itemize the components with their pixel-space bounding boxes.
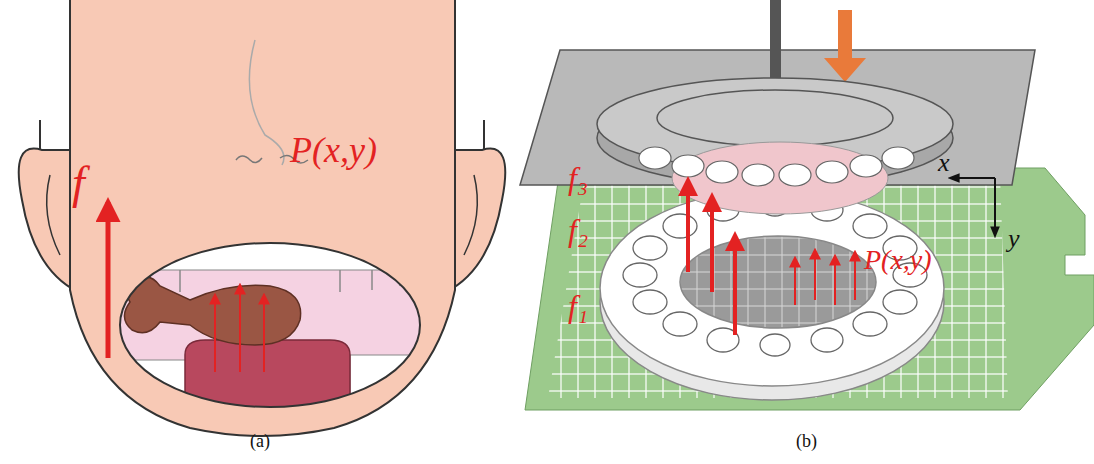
force-arrow: [106, 202, 111, 358]
pressure-arrow: [834, 256, 836, 305]
pressure-arrow: [814, 250, 816, 300]
upper-teeth: [639, 147, 914, 186]
axis-label: y: [1008, 226, 1020, 252]
pressure-arrow: [263, 295, 265, 372]
apparatus-illustration: [520, 0, 1094, 410]
pressure-symbol: P(x,y): [290, 132, 377, 168]
panel-label: (b): [796, 432, 817, 450]
force-arrow: [710, 196, 714, 292]
pressure-arrow: [214, 295, 216, 372]
y-axis-arrow: [994, 178, 996, 236]
axis-label: x: [938, 150, 950, 176]
force-arrow: [733, 235, 737, 335]
pressure-arrow: [239, 285, 241, 372]
face-illustration: [19, 0, 506, 436]
lower-teeth: [623, 194, 927, 356]
force-symbol: f₁: [568, 290, 588, 322]
force-symbol: f₃: [568, 162, 588, 194]
pressure-symbol: P(x,y): [864, 246, 932, 274]
force-symbol: f: [72, 160, 85, 206]
panel-label: (a): [250, 432, 270, 450]
pressure-arrow: [794, 258, 796, 305]
force-symbol: f₂: [568, 214, 588, 246]
pressure-arrow: [854, 252, 856, 300]
x-axis-arrow: [950, 177, 995, 179]
force-arrow: [686, 180, 690, 272]
